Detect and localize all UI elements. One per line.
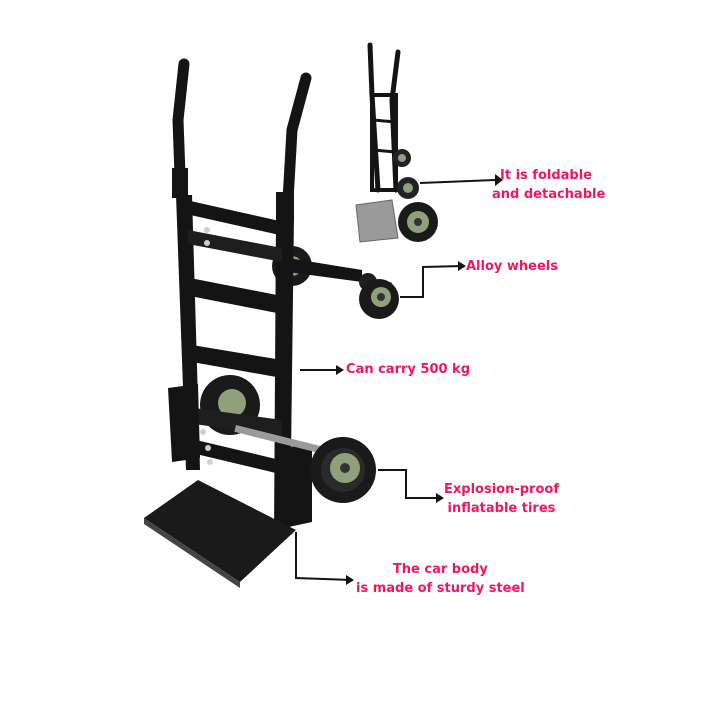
- callout-body: The car body is made of sturdy steel: [356, 560, 525, 598]
- arrowhead-alloy: [458, 261, 466, 271]
- callout-alloy-wheels: Alloy wheels: [466, 257, 558, 276]
- callout-tires-line2: inflatable tires: [447, 501, 556, 516]
- arrowhead-body: [346, 575, 354, 585]
- arrowhead-capacity: [336, 365, 344, 375]
- connector-body: [295, 532, 353, 581]
- arrowhead-tires: [436, 493, 444, 503]
- arrowhead-foldable: [495, 174, 503, 186]
- callout-tires-line1: Explosion-proof: [444, 482, 559, 497]
- callout-foldable-line1: It is foldable: [500, 168, 592, 183]
- callout-capacity-line1: Can carry 500 kg: [346, 362, 471, 377]
- callout-capacity: Can carry 500 kg: [346, 360, 470, 379]
- folded-trolley-inset: [355, 42, 438, 243]
- hand-truck: [144, 58, 399, 588]
- callout-tires: Explosion-proof inflatable tires: [444, 480, 559, 518]
- callout-foldable: It is foldable and detachable: [492, 166, 605, 204]
- callout-foldable-line2: and detachable: [492, 187, 606, 202]
- callout-body-line1: The car body: [392, 562, 488, 577]
- connector-foldable: [419, 179, 496, 184]
- callout-connectors: [295, 174, 503, 585]
- callout-body-line2: is made of sturdy steel: [356, 581, 525, 596]
- connector-tires: [378, 469, 442, 499]
- connector-alloy: [400, 265, 464, 298]
- callout-alloy-line1: Alloy wheels: [466, 259, 558, 274]
